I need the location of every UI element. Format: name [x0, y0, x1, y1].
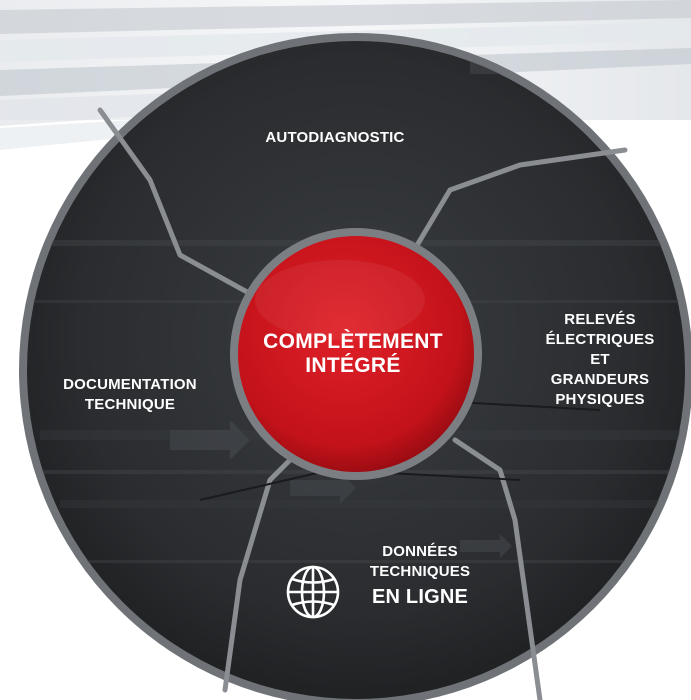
- releves-line4: GRANDEURS: [550, 371, 650, 388]
- divider-lower-right: [452, 437, 543, 700]
- hub-title-line2: INTÉGRÉ: [305, 354, 401, 377]
- releves-line3: ET: [590, 351, 610, 368]
- donnees-line2: TECHNIQUES: [369, 563, 471, 580]
- autodiagnostic-text: AUTODIAGNOSTIC: [265, 129, 405, 146]
- segment-label-donnees: DONNÉES TECHNIQUES EN LIGNE: [340, 542, 500, 610]
- hub-title: COMPLÈTEMENT INTÉGRÉ: [228, 330, 478, 378]
- releves-line1: RELEVÉS: [564, 311, 636, 328]
- segment-dividers: [97, 107, 628, 700]
- documentation-line1: DOCUMENTATION: [63, 376, 197, 393]
- releves-line5: PHYSIQUES: [555, 391, 645, 408]
- segment-label-documentation: DOCUMENTATION TECHNIQUE: [40, 375, 220, 415]
- divider-upper-left: [97, 107, 261, 301]
- divider-lower-left: [222, 452, 298, 693]
- donnees-line1: DONNÉES: [382, 543, 458, 560]
- donnees-line3: EN LIGNE: [371, 586, 469, 608]
- hub-core: [238, 236, 474, 472]
- divider-upper-right: [413, 147, 628, 250]
- releves-line2: ÉLECTRIQUES: [545, 331, 655, 348]
- hub-highlight: [255, 260, 425, 340]
- hub-title-line1: COMPLÈTEMENT: [263, 330, 443, 353]
- segment-label-autodiagnostic: AUTODIAGNOSTIC: [230, 128, 440, 148]
- documentation-line2: TECHNIQUE: [84, 396, 176, 413]
- globe-icon: [286, 565, 340, 619]
- segment-label-releves: RELEVÉS ÉLECTRIQUES ET GRANDEURS PHYSIQU…: [520, 310, 680, 410]
